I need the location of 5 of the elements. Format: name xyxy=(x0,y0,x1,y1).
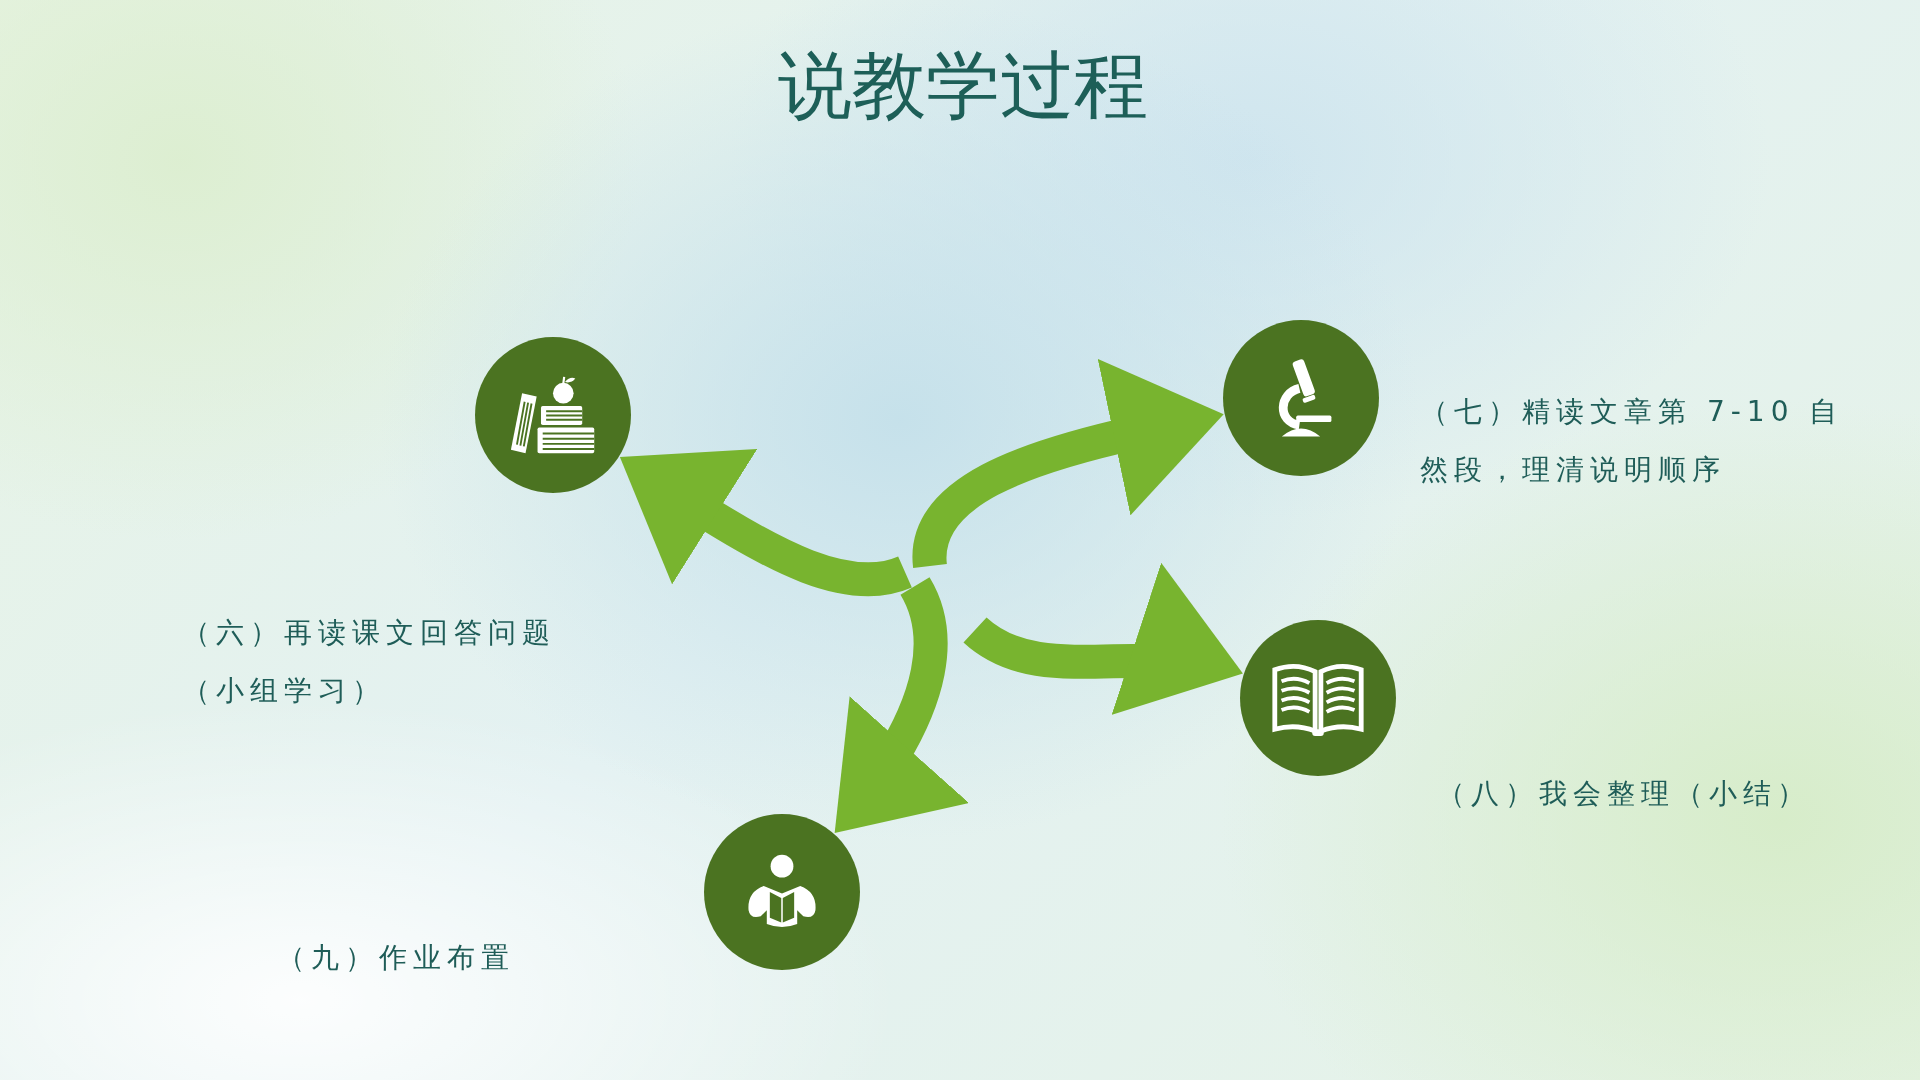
slide-title: 说教学过程 xyxy=(778,41,1148,130)
step-caption: （七）精读文章第 7-10 自然段，理清说明顺序 xyxy=(1420,394,1844,488)
step-caption: （八）我会整理（小结） xyxy=(1437,776,1811,812)
step-caption: （九）作业布置 xyxy=(277,940,515,976)
step-caption: （六）再读课文回答问题（小组学习） xyxy=(182,615,557,709)
